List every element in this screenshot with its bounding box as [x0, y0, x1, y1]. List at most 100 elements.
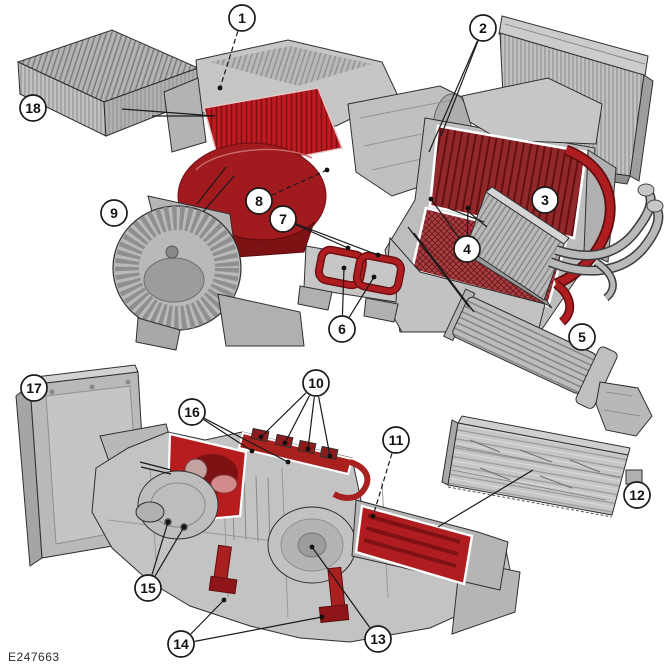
callout-circle — [134, 574, 162, 602]
callout-circle — [453, 235, 481, 263]
callout-14: 14 — [167, 597, 325, 658]
leader-line — [311, 546, 371, 628]
callout-15: 15 — [134, 519, 187, 602]
callout-number: 11 — [389, 432, 404, 448]
leader-dot — [282, 440, 288, 446]
callout-circle — [178, 398, 206, 426]
callout-2: 2 — [428, 14, 497, 153]
callout-circle — [245, 187, 273, 215]
leader-line — [194, 616, 323, 642]
leader-dot — [371, 274, 377, 280]
leader-line — [203, 419, 253, 452]
leader-line — [295, 224, 349, 249]
callout-7: 7 — [269, 205, 381, 258]
callout-number: 4 — [463, 241, 471, 257]
leader-line — [151, 521, 169, 575]
callout-circle — [228, 4, 256, 32]
assembly-line — [196, 166, 227, 205]
callout-number: 13 — [370, 631, 386, 647]
callout-17: 17 — [20, 374, 48, 402]
leader-dot — [258, 434, 264, 440]
assembly-line — [139, 461, 172, 471]
assembly-line — [413, 232, 475, 313]
callout-number: 5 — [578, 329, 586, 345]
callout-number: 7 — [279, 211, 287, 227]
leader-line — [341, 267, 345, 316]
callout-18: 18 — [19, 94, 47, 122]
leader-dot — [324, 167, 330, 173]
callout-circle — [469, 14, 497, 42]
leader-line — [307, 396, 315, 450]
leader-dot — [217, 85, 223, 91]
callout-circle — [100, 199, 128, 227]
leader-line — [318, 396, 331, 457]
callout-4: 4 — [428, 196, 481, 263]
leader-line — [190, 599, 225, 635]
callout-12: 12 — [623, 481, 651, 509]
callout-5: 5 — [568, 323, 596, 351]
callout-circle — [531, 186, 559, 214]
callout-number: 17 — [26, 380, 42, 396]
leader-line — [348, 276, 375, 318]
leader-line — [204, 417, 289, 463]
leader-line — [260, 392, 307, 438]
callout-number: 16 — [184, 404, 200, 420]
leader-dot — [181, 524, 187, 530]
callout-6: 6 — [328, 265, 377, 343]
callout-number: 9 — [110, 205, 118, 221]
callout-number: 8 — [255, 193, 263, 209]
callout-circle — [364, 625, 392, 653]
leader-line — [271, 169, 328, 196]
callout-number: 12 — [629, 487, 645, 503]
lower-hvac-assembly-illustration — [91, 423, 521, 643]
assembly-line — [121, 108, 216, 117]
callout-8: 8 — [245, 167, 330, 215]
callout-number: 6 — [338, 321, 346, 337]
auxiliary-heater-illustration — [443, 288, 653, 437]
callout-number: 14 — [173, 636, 189, 652]
leader-dot — [465, 205, 471, 211]
figure-code: E247663 — [8, 650, 60, 664]
callout-1: 1 — [217, 4, 256, 91]
callout-9: 9 — [100, 199, 128, 227]
leader-dot — [309, 544, 315, 550]
callout-circle — [328, 315, 356, 343]
callout-number: 3 — [541, 192, 549, 208]
callout-3: 3 — [531, 186, 559, 214]
leader-dot — [221, 597, 227, 603]
callout-10: 10 — [258, 369, 333, 459]
leader-dot — [165, 519, 171, 525]
cabin-filter-illustration — [16, 29, 200, 137]
callout-circle — [269, 205, 297, 233]
callout-16: 16 — [178, 398, 291, 465]
callout-circle — [167, 630, 195, 658]
callout-number: 1 — [238, 10, 246, 26]
leader-dot — [370, 513, 376, 519]
duct-panel-illustration — [441, 415, 643, 518]
leader-dot — [375, 252, 381, 258]
callout-number: 15 — [140, 580, 156, 596]
blower-motor-illustration — [112, 205, 305, 351]
callout-number: 10 — [308, 375, 324, 391]
assembly-line — [407, 226, 470, 308]
leader-dot — [345, 245, 351, 251]
callout-circle — [20, 374, 48, 402]
leader-dot — [319, 614, 325, 620]
leader-dot — [428, 196, 434, 202]
callout-circle — [302, 369, 330, 397]
leader-dot — [327, 453, 333, 459]
leader-line — [372, 453, 393, 517]
leader-line — [428, 40, 478, 153]
assembly-line — [140, 466, 172, 475]
leader-line — [284, 395, 311, 444]
callout-13: 13 — [309, 544, 392, 653]
assembly-line — [437, 469, 534, 528]
leader-line — [219, 31, 239, 89]
leader-dot — [249, 448, 255, 454]
leader-dot — [305, 446, 311, 452]
leader-dot — [285, 459, 291, 465]
callout-number: 2 — [479, 20, 487, 36]
